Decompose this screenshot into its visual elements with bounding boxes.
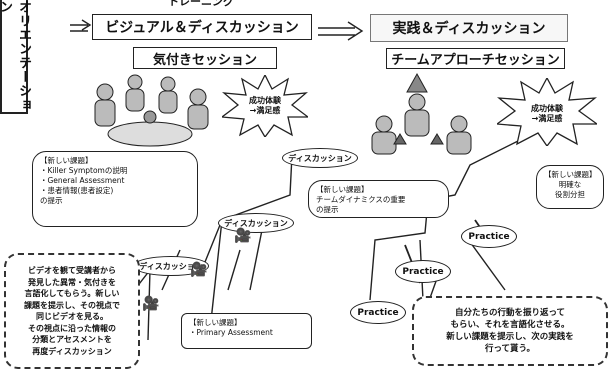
left-sub-session: 気付きセッション bbox=[133, 47, 277, 69]
new-task-note-1: 【新しい課題】 ・Killer Symptomの説明 ・General Asse… bbox=[32, 151, 198, 227]
discussion-ellipse-2: ディスカッション bbox=[218, 213, 294, 233]
note-2-line: ・Primary Assessment bbox=[189, 328, 273, 337]
practice-ellipse-3: Practice bbox=[461, 225, 517, 248]
group-discussion-illustration bbox=[94, 74, 209, 147]
note-1-line: ・Killer Symptomの説明 bbox=[40, 166, 128, 175]
success-burst-right-text: 成功体験 →満足感 bbox=[531, 104, 563, 123]
left-header-box bbox=[92, 14, 312, 40]
practice-ellipse-1: Practice bbox=[350, 301, 406, 324]
discussion-ellipse-3: ディスカッション bbox=[282, 148, 358, 168]
top-cut-label: トレーニング bbox=[168, 0, 234, 8]
note-3-line: の提示 bbox=[316, 205, 339, 214]
note-4-title: 【新しい課題】 bbox=[544, 170, 597, 179]
success-burst-left bbox=[222, 75, 308, 137]
note-1-line: ・患者情報(患者設定) bbox=[40, 186, 114, 195]
team-practice-illustration bbox=[371, 72, 472, 155]
note-1-line: ・General Assessment bbox=[40, 176, 125, 185]
note-1-title: 【新しい課題】 bbox=[40, 156, 93, 165]
note-1-line: の提示 bbox=[40, 196, 63, 205]
video-camera-icon: 🎥 bbox=[234, 228, 252, 244]
note-3-title: 【新しい課題】 bbox=[316, 185, 369, 194]
explanation-right: 自分たちの行動を振り返って もらい、それを言語化させる。 新しい課題を提示し、次… bbox=[412, 296, 608, 366]
right-sub-session: チームアプローチセッション bbox=[386, 48, 565, 69]
note-4-line: 明確な bbox=[558, 180, 582, 189]
video-camera-icon: 🎥 bbox=[190, 262, 208, 278]
new-task-note-2: 【新しい課題】 ・Primary Assessment bbox=[181, 313, 312, 349]
new-task-note-3: 【新しい課題】 チームダイナミクスの重要 の提示 bbox=[308, 180, 449, 218]
success-burst-left-text: 成功体験 →満足感 bbox=[249, 96, 281, 115]
explanation-left: ビデオを観て受講者から 発見した異常・気付きを 言語化してもらう。新しい 課題を… bbox=[4, 253, 140, 369]
note-4-line: 役割分担 bbox=[555, 190, 585, 199]
right-header-box bbox=[370, 14, 568, 42]
new-task-note-4: 【新しい課題】 明確な 役割分担 bbox=[536, 165, 604, 209]
right-header: 実践＆ディスカッション bbox=[392, 21, 546, 37]
note-2-title: 【新しい課題】 bbox=[189, 318, 242, 327]
success-burst-right bbox=[497, 78, 597, 146]
side-title: オリエンテーション bbox=[0, 0, 31, 114]
left-header: ビジュアル＆ディスカッション bbox=[105, 20, 299, 36]
note-3-line: チームダイナミクスの重要 bbox=[316, 195, 406, 204]
practice-ellipse-2: Practice bbox=[395, 260, 451, 283]
video-camera-icon: 🎥 bbox=[142, 296, 160, 312]
